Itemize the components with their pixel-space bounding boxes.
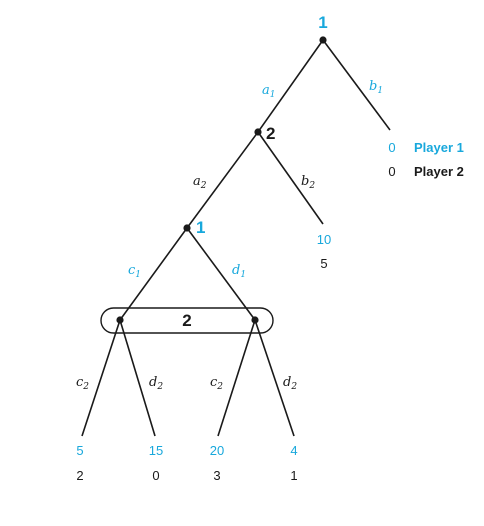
payoff-leaf3-player2: 3 — [213, 468, 220, 483]
payoff-leaf2-player1: 15 — [149, 443, 163, 458]
edge-d2-right — [254, 319, 295, 437]
information-set-oval — [100, 307, 274, 334]
edge-a1 — [257, 39, 324, 133]
edge-d1 — [186, 227, 256, 321]
second-node — [254, 128, 262, 136]
edge-label-b2: b2 — [301, 174, 315, 191]
legend-player2: Player 2 — [414, 164, 464, 179]
edge-a2 — [186, 131, 259, 229]
edge-d2-left — [119, 319, 156, 437]
edge-c2-left — [81, 319, 121, 437]
info-set-player-label: 2 — [182, 311, 191, 330]
edge-label-a2: a2 — [193, 174, 207, 191]
payoff-b2-player1: 10 — [317, 232, 331, 247]
third-player-label: 1 — [196, 218, 205, 237]
payoff-leaf4-player2: 1 — [290, 468, 297, 483]
third-node — [183, 224, 191, 232]
payoff-leaf4-player1: 4 — [290, 443, 297, 458]
payoff-leaf2-player2: 0 — [152, 468, 159, 483]
edge-b2 — [257, 131, 324, 225]
edge-label-d2-right: d2 — [283, 375, 297, 392]
payoff-leaf1-player1: 5 — [76, 443, 83, 458]
root-player-label: 1 — [318, 13, 327, 32]
payoff-b2-player2: 5 — [320, 256, 327, 271]
second-player-label: 2 — [266, 124, 275, 143]
payoff-leaf3-player1: 20 — [210, 443, 224, 458]
edge-label-b1: b1 — [369, 79, 383, 96]
payoff-leaf1-player2: 2 — [76, 468, 83, 483]
edge-label-c1: c1 — [128, 263, 141, 280]
payoff-b1-player2: 0 — [388, 164, 395, 179]
edge-label-c2-left: c2 — [76, 375, 89, 392]
edge-label-c2-right: c2 — [210, 375, 223, 392]
payoff-b1-player1: 0 — [388, 140, 395, 155]
edge-label-d1: d1 — [232, 263, 246, 280]
edge-label-d2-left: d2 — [149, 375, 163, 392]
info-node-left — [116, 316, 124, 324]
root-node — [319, 36, 327, 44]
info-node-right — [251, 316, 259, 324]
edge-c2-right — [217, 319, 256, 437]
edge-c1 — [119, 227, 188, 321]
legend-player1: Player 1 — [414, 140, 464, 155]
edge-label-a1: a1 — [262, 83, 276, 100]
edge-b1 — [322, 39, 391, 131]
